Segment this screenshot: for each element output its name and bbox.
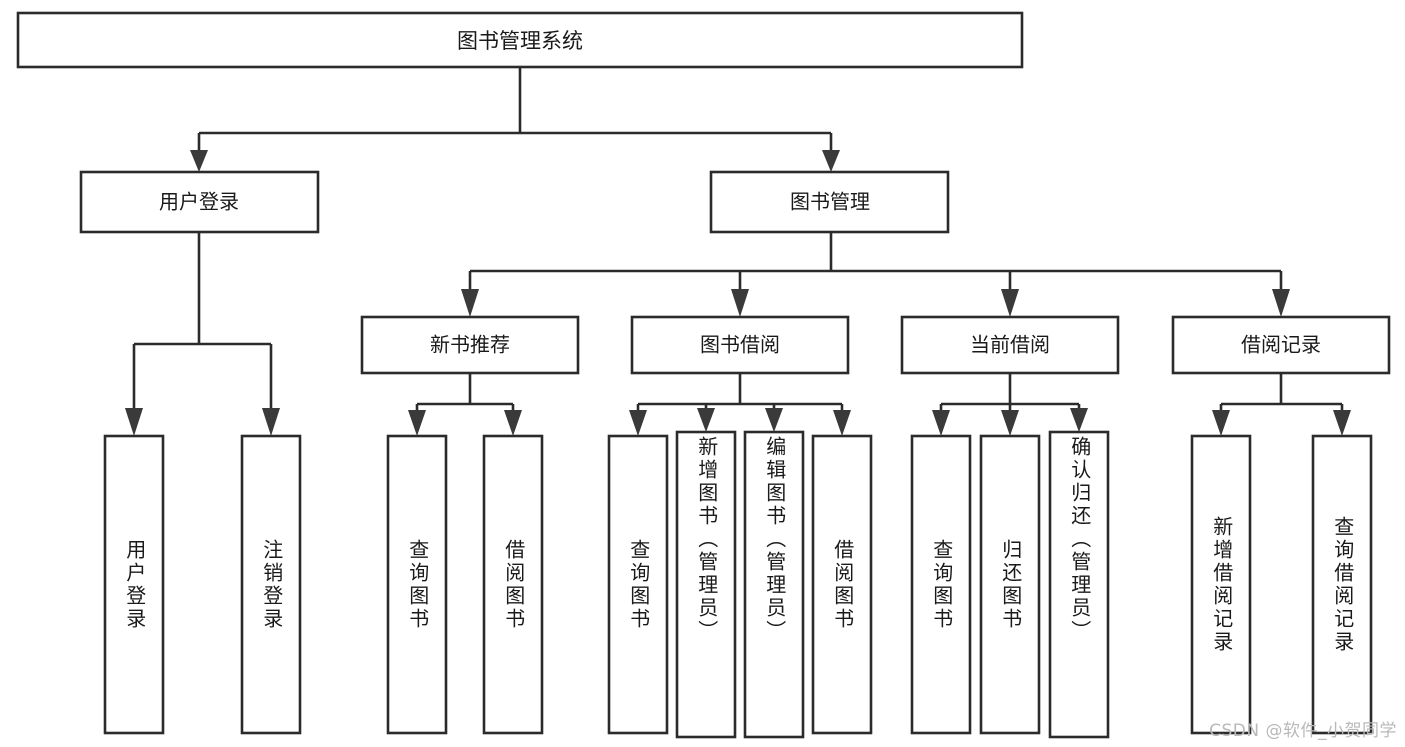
arrowhead-br-query	[1333, 410, 1351, 436]
node-new-book-recommend[interactable]: 新书推荐	[360, 315, 580, 375]
arrowhead-cb-query	[932, 410, 950, 436]
node-book-management-label: 图书管理	[790, 190, 870, 214]
node-book-borrow[interactable]: 图书借阅	[630, 315, 850, 375]
connector-current-borrow-to-leaves	[932, 373, 1088, 436]
arrowhead-bb-borrow	[833, 410, 851, 436]
connector-user-login-to-leaves	[125, 232, 280, 436]
arrowhead-cb-return	[1001, 410, 1019, 436]
node-book-borrow-label: 图书借阅	[700, 333, 780, 357]
arrowhead-borrow-record	[1272, 289, 1290, 317]
arrowhead-new-book	[461, 289, 479, 317]
connector-root-to-level2	[190, 67, 840, 172]
node-root-box	[16, 11, 1024, 69]
node-user-login-box	[79, 170, 320, 234]
leaf-box-nb-query-book[interactable]	[386, 434, 448, 735]
leaf-box-br-add-record[interactable]	[1190, 434, 1252, 735]
arrowhead-leaf-logout	[262, 408, 280, 436]
node-new-book-recommend-label: 新书推荐	[430, 333, 510, 357]
leaf-box-cb-return-book[interactable]	[979, 434, 1041, 735]
arrowhead-nb-borrow	[504, 410, 522, 436]
node-current-borrow[interactable]: 当前借阅	[900, 315, 1120, 375]
arrowhead-cb-confirm	[1070, 408, 1088, 432]
arrowhead-book-manage	[822, 150, 840, 172]
node-borrow-record-box	[1171, 315, 1391, 375]
leaf-box-bb-edit-book[interactable]	[743, 430, 805, 739]
node-current-borrow-box	[900, 315, 1120, 375]
node-user-login[interactable]: 用户登录	[79, 170, 320, 234]
node-borrow-record-label: 借阅记录	[1241, 333, 1321, 357]
node-book-management-box	[709, 170, 950, 234]
node-user-login-label: 用户登录	[159, 190, 239, 214]
leaf-box-logout[interactable]	[240, 434, 302, 735]
connector-book-borrow-to-leaves	[629, 373, 851, 436]
leaf-box-nb-borrow-book[interactable]	[482, 434, 544, 735]
node-new-book-recommend-box	[360, 315, 580, 375]
node-root-label: 图书管理系统	[457, 29, 583, 53]
leaf-box-bb-query-book[interactable]	[607, 434, 669, 735]
leaf-box-user-login[interactable]	[103, 434, 165, 735]
arrowhead-leaf-user-login	[125, 408, 143, 436]
leaf-box-bb-add-book[interactable]	[675, 430, 737, 739]
arrowhead-bb-edit	[765, 408, 783, 432]
leaf-box-cb-query-book[interactable]	[910, 434, 972, 735]
node-book-borrow-box	[630, 315, 850, 375]
connector-borrow-record-to-leaves	[1212, 373, 1351, 436]
leaf-box-cb-confirm-return[interactable]	[1048, 430, 1110, 739]
node-root-book-management-system[interactable]: 图书管理系统	[16, 11, 1024, 69]
arrowhead-user-login	[190, 150, 208, 172]
arrowhead-br-add	[1212, 410, 1230, 436]
watermark-text: CSDN @软件_小贺同学	[1209, 721, 1397, 741]
connector-book-manage-to-level3	[461, 232, 1290, 317]
arrowhead-bb-query	[629, 410, 647, 436]
arrowhead-current-borrow	[1001, 289, 1019, 317]
node-book-management[interactable]: 图书管理	[709, 170, 950, 234]
node-borrow-record[interactable]: 借阅记录	[1171, 315, 1391, 375]
arrowhead-bb-add	[697, 408, 715, 432]
node-current-borrow-label: 当前借阅	[970, 333, 1050, 357]
arrowhead-nb-query	[408, 410, 426, 436]
arrowhead-book-borrow	[731, 289, 749, 317]
leaf-box-br-query-record[interactable]	[1311, 434, 1373, 735]
leaf-box-bb-borrow-book[interactable]	[811, 434, 873, 735]
connector-new-book-to-leaves	[408, 373, 522, 436]
